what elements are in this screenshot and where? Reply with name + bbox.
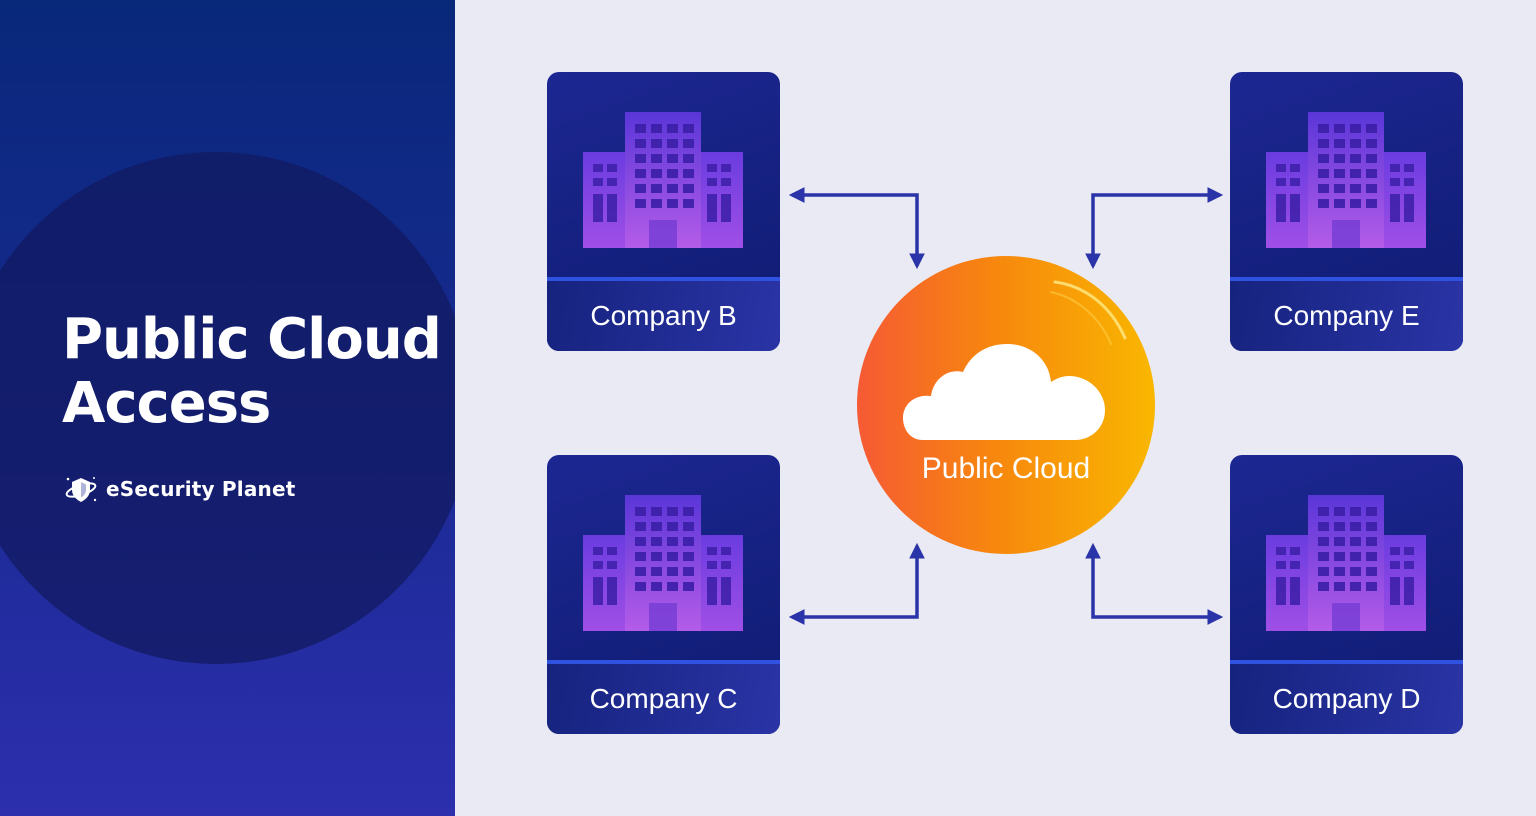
company-card-c: Company C [547,455,780,734]
office-building-icon [583,495,743,631]
brand-name: eSecurity Planet [106,477,296,501]
office-building-icon [583,112,743,248]
cloud-label: Public Cloud [921,452,1091,485]
decorative-circle [0,152,455,664]
company-label: Company E [1273,300,1420,331]
arrow-company-b-cloud [788,187,925,270]
title-line-2: Access [62,371,271,436]
arrow-company-d-cloud [1085,542,1224,625]
company-label: Company C [589,683,738,714]
card-footer: Company C [547,660,780,734]
card-footer: Company B [547,277,780,351]
arrow-company-c-cloud [788,542,925,625]
page-title: Public Cloud Access [62,308,442,436]
company-label: Company D [1272,683,1421,714]
office-building-icon [1266,495,1426,631]
company-card-b: Company B [547,72,780,351]
left-panel: Public Cloud Access eSecurity Planet [0,0,455,816]
shine-highlight [1050,280,1127,345]
card-footer: Company D [1230,660,1463,734]
brand-logo: eSecurity Planet [64,474,295,504]
title-line-1: Public Cloud [62,307,442,372]
cloud-icon [903,344,1105,440]
shield-planet-icon [65,477,97,502]
company-card-d: Company D [1230,455,1463,734]
company-card-e: Company E [1230,72,1463,351]
public-cloud-node: Public Cloud [857,256,1155,554]
company-label: Company B [590,300,737,331]
card-footer: Company E [1230,277,1463,351]
office-building-icon [1266,112,1426,248]
arrow-company-e-cloud [1085,187,1224,270]
